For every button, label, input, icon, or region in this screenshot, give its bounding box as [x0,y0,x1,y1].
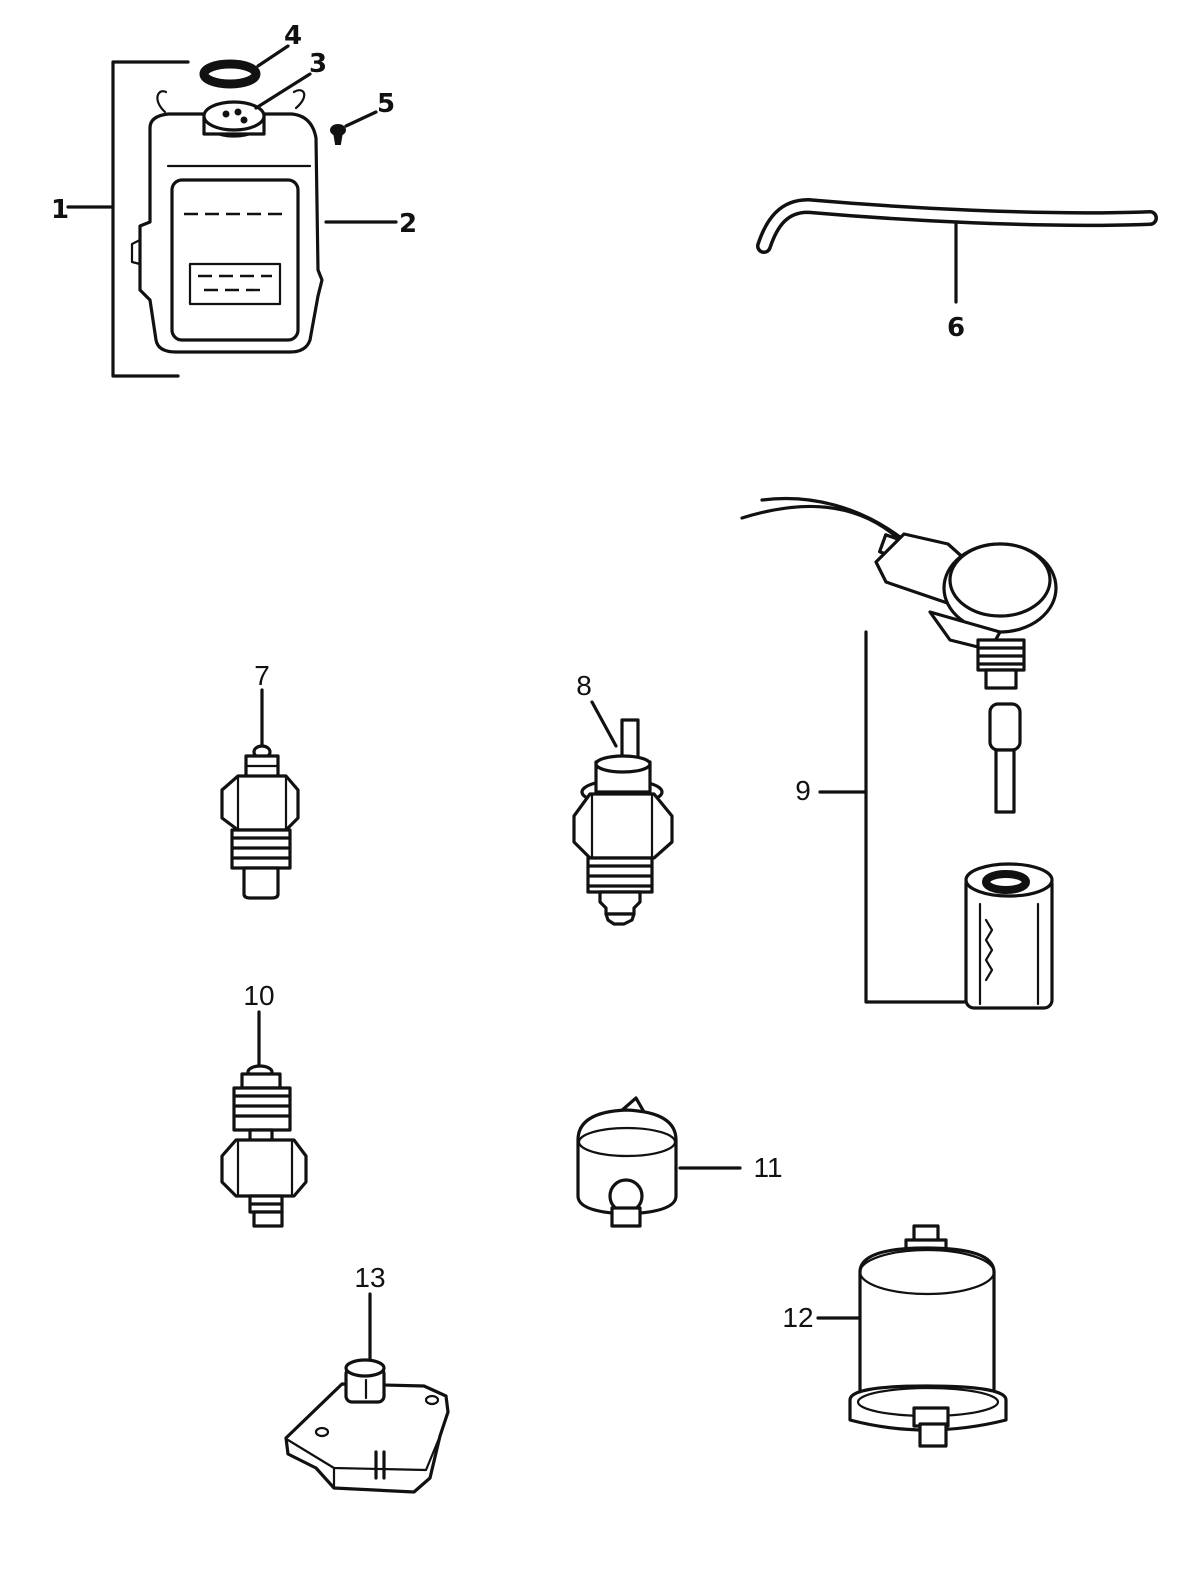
callout-7: 7 [254,660,270,691]
hook-left [156,90,168,114]
bracket-line-9 [864,630,966,1004]
sender-body [576,1108,678,1216]
cap-dot [222,110,230,118]
hex-nut [220,1138,308,1198]
oil-pressure-switch: 10 [220,980,308,1228]
callout-9: 9 [795,775,811,806]
overflow-hose: 6 [756,197,1158,343]
sensor-tip [604,912,636,926]
sensor-probe [242,866,280,900]
callout-13: 13 [354,1262,385,1293]
callout-8: 8 [576,670,592,701]
tank-decal [188,262,282,306]
mounting-screw-shank [332,131,344,145]
sender-can [858,1246,996,1394]
temperature-sender: 7 [220,660,300,900]
hook-right [292,89,306,110]
tank-mount-tab [130,238,142,266]
callout-3: 3 [309,49,327,79]
sensor-shaft [994,748,1016,814]
tank-label-panel [170,178,300,342]
hex-nut [220,774,300,832]
coolant-reservoir-assembly: 1 2 3 4 5 [51,21,417,378]
leader-line-3 [254,72,312,110]
callout-4: 4 [284,21,302,51]
leader-line-8 [590,700,618,748]
callout-12: 12 [782,1302,813,1333]
pressure-sender-gauge: 12 [782,1224,1008,1448]
cap-seal-ring [199,59,261,89]
callout-6: 6 [947,313,965,343]
hex-nut [572,792,674,860]
bracket-line-1 [111,60,190,378]
sensor-pin [988,702,1022,752]
callout-1: 1 [51,195,69,225]
speed-sensor-assembly: 9 [740,496,1058,1010]
callout-2: 2 [399,209,417,239]
callout-11: 11 [753,1152,782,1183]
leader-line-5 [344,110,378,128]
switch-housing [284,1382,450,1494]
leader-line-4 [256,44,290,68]
temperature-switch: 8 [572,670,674,926]
cap-dot [240,116,248,124]
filler-cap-top [202,100,266,132]
cap-dot [234,108,242,116]
oil-pressure-sender: 11 [576,1096,783,1228]
callout-10: 10 [243,980,274,1011]
switch-block: 13 [284,1262,450,1494]
callout-5: 5 [377,89,395,119]
